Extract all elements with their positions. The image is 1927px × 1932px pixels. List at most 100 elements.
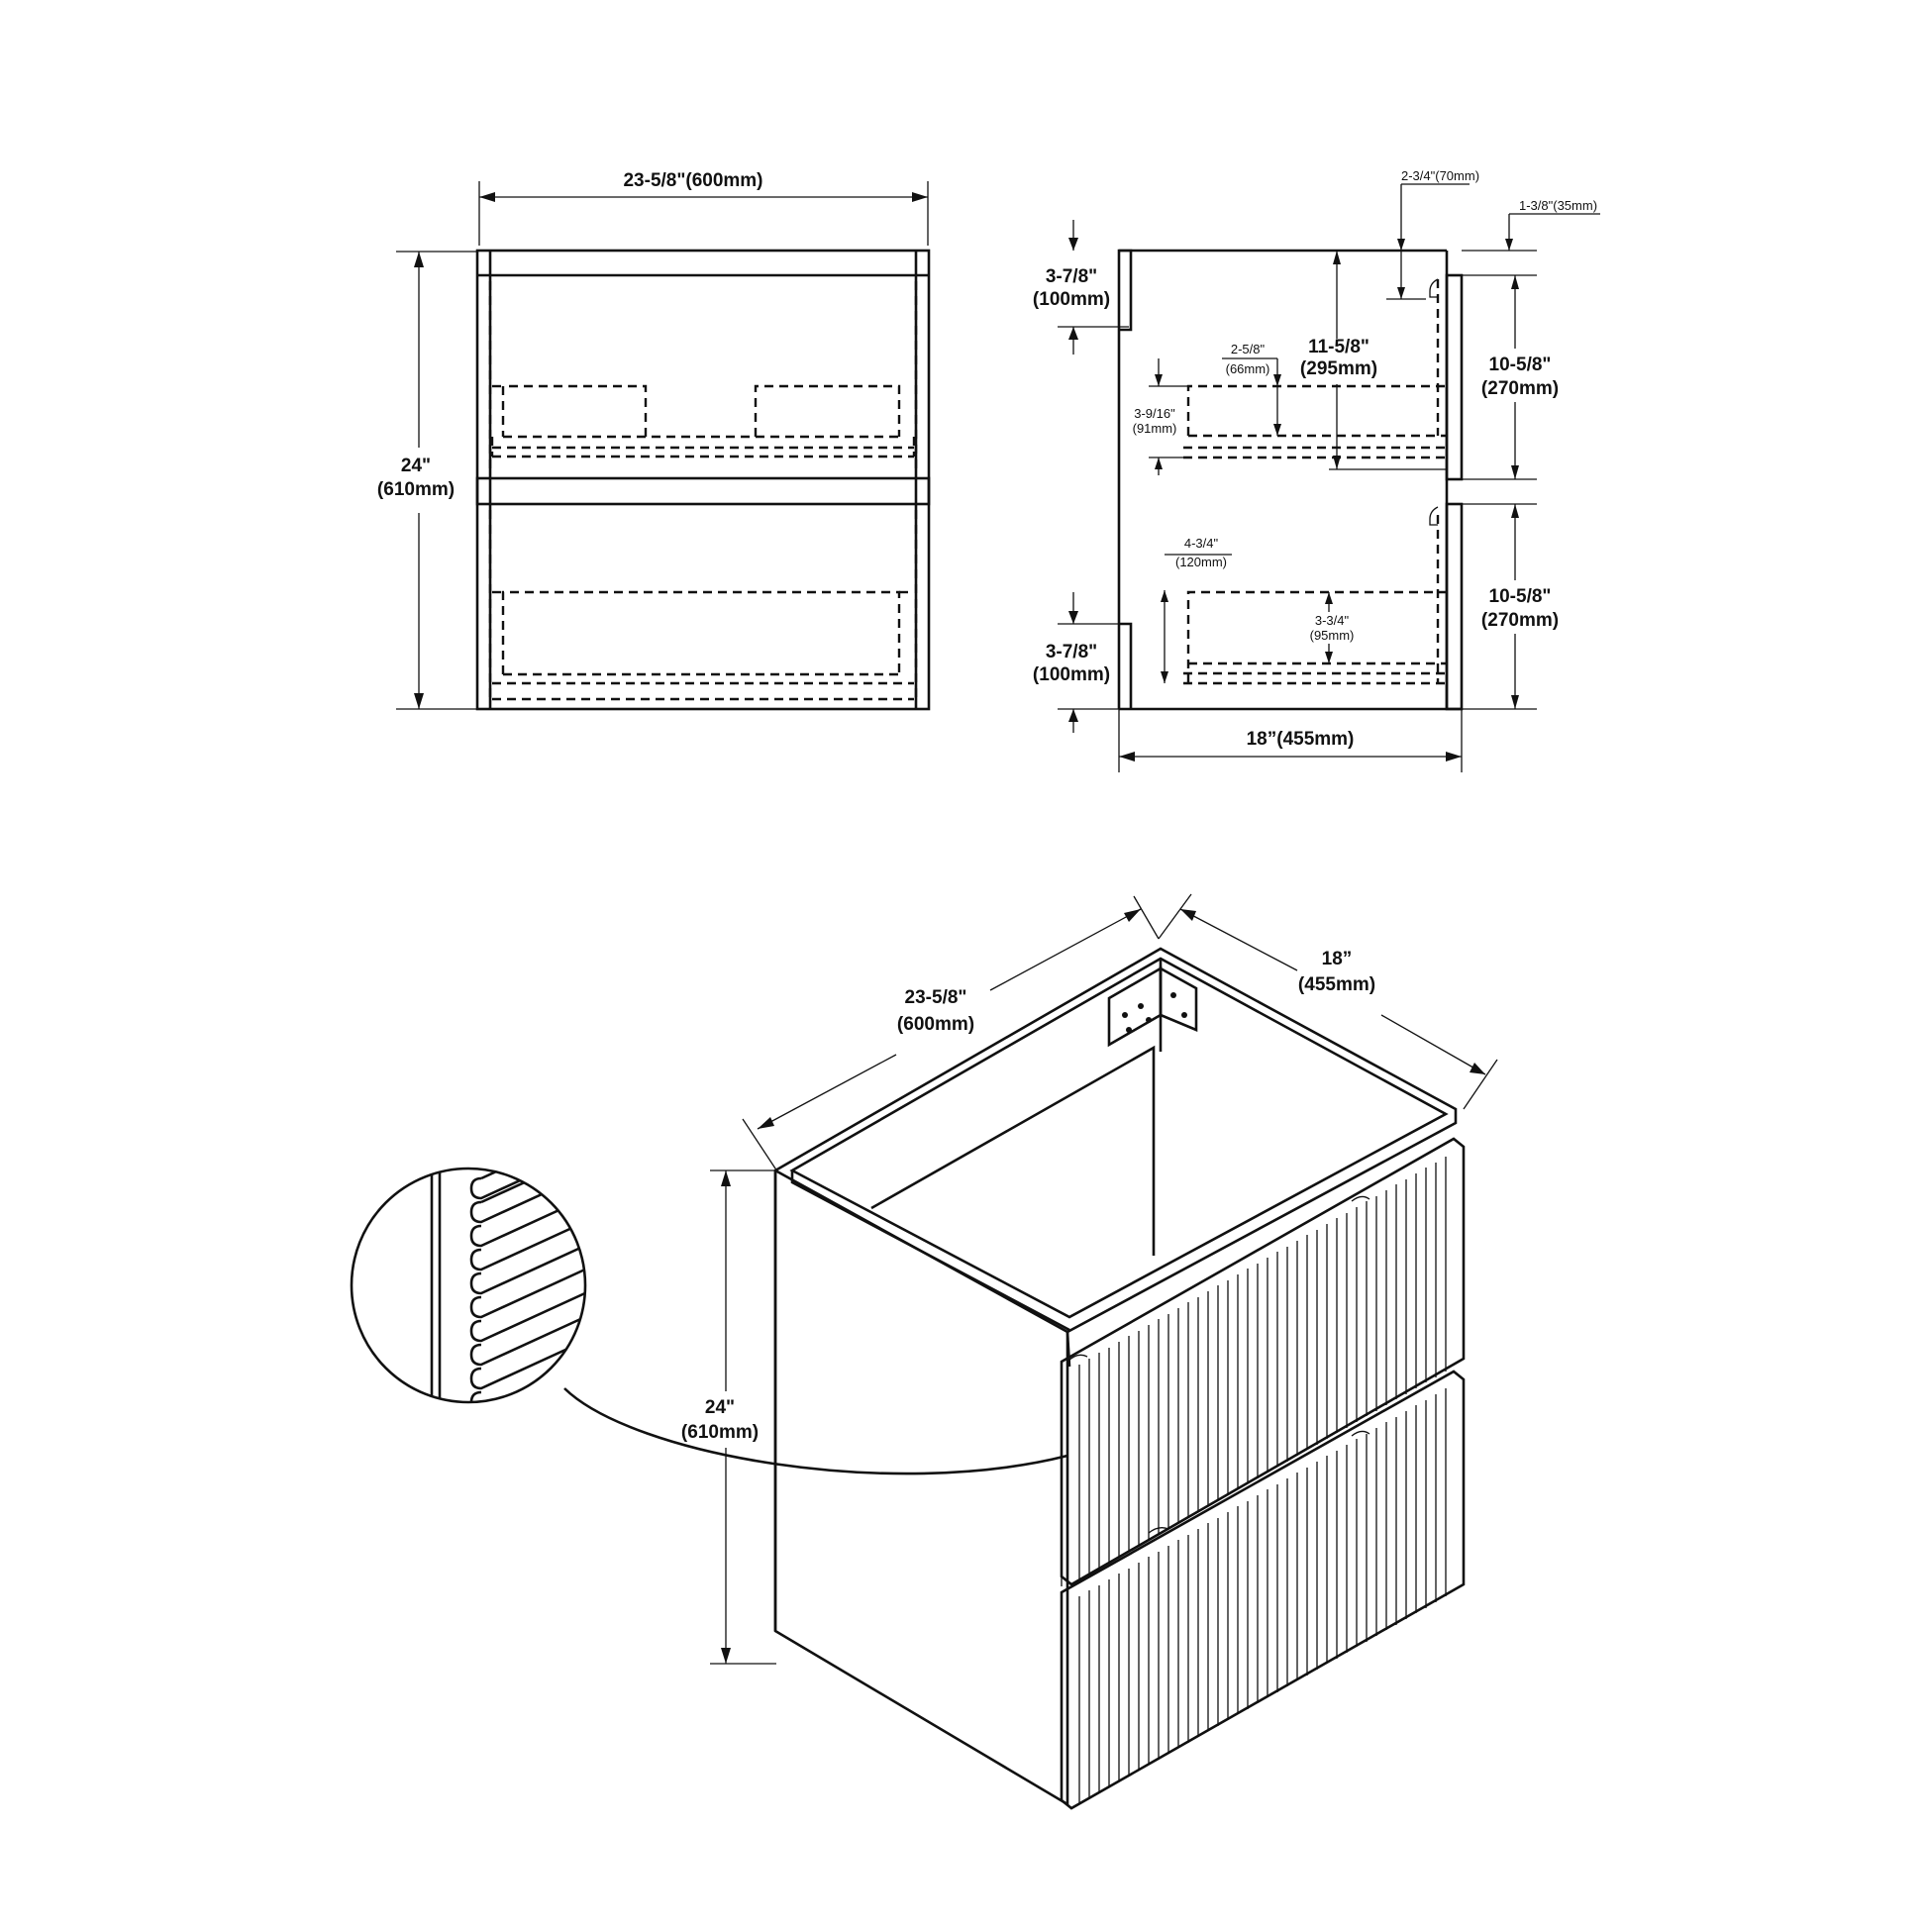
- hidden-handle-left: [501, 384, 648, 437]
- iso-height-in: 24": [705, 1397, 735, 1418]
- arrow-down: [1397, 287, 1405, 299]
- drawer-front-upper: [1445, 273, 1464, 481]
- arrow-down: [1161, 671, 1168, 683]
- flute-lines: [1078, 1157, 1447, 1579]
- dim-line: [1380, 1014, 1486, 1075]
- upper-inner-height-in: 11-5/8": [1308, 337, 1369, 357]
- upper-drawer-depth-mm: (66mm): [1226, 361, 1270, 376]
- iso-width-mm: (600mm): [897, 1014, 974, 1035]
- side-back-top-edge: [1117, 249, 1447, 709]
- iso-depth-in: 18”: [1322, 949, 1353, 969]
- iso-depth-mm: (455mm): [1298, 974, 1375, 995]
- hidden-lower-box: [501, 590, 901, 674]
- iso-top-opening: [789, 957, 1449, 1319]
- arrow-up: [1333, 251, 1341, 264]
- flute-detail: [430, 1169, 585, 1402]
- upper-drawer-depth-in: 2-5/8": [1231, 342, 1266, 356]
- arrow-down: [1155, 374, 1163, 386]
- side-bottom-offset-mm: (100mm): [1033, 664, 1110, 685]
- side-top-offset-mm: (100mm): [1033, 289, 1110, 310]
- arrow-up: [414, 252, 424, 267]
- iso-view: 23-5/8" (600mm) 18” (455mm) 24" (610mm): [350, 893, 1498, 1810]
- lower-drawer-height-in: 4-3/4": [1184, 536, 1219, 551]
- callout-leader: [563, 1387, 1068, 1475]
- arrow-up: [1155, 458, 1163, 469]
- drawer-front-2-mm: (270mm): [1481, 610, 1559, 631]
- arrow-down: [414, 693, 424, 709]
- front-view: 23-5/8"(600mm) 24" (610mm): [377, 170, 931, 711]
- dim-line: [1179, 908, 1298, 971]
- arrow-up: [1068, 709, 1078, 722]
- corner-bracket-icon: [1107, 966, 1198, 1048]
- arrow-down: [1511, 695, 1519, 709]
- side-top-offset-in: 3-7/8": [1046, 266, 1097, 287]
- side-bottom-offset-in: 3-7/8": [1046, 642, 1097, 662]
- arrow-up: [1511, 504, 1519, 518]
- front-height-label-in: 24": [401, 456, 431, 476]
- arrow-down: [1068, 611, 1078, 624]
- arrow-down: [721, 1648, 731, 1664]
- lower-drawer-height-mm: (120mm): [1175, 555, 1227, 569]
- ext-line: [1133, 895, 1160, 940]
- iso-drawer-lower: [1060, 1370, 1466, 1810]
- arrow-down: [1505, 239, 1513, 251]
- upper-drawer-side-in: 3-9/16": [1134, 406, 1175, 421]
- drawer-front-1-in: 10-5/8": [1489, 355, 1552, 375]
- handle-groove-lower: [1429, 506, 1439, 526]
- side-depth-label: 18”(455mm): [1247, 729, 1355, 750]
- arrow-down: [1273, 424, 1281, 436]
- arrow-down: [1397, 239, 1405, 251]
- arrow-left: [479, 192, 495, 202]
- arrow-down: [1273, 374, 1281, 386]
- iso-rim: [790, 1170, 1070, 1332]
- arrow-down: [1325, 652, 1333, 663]
- iso-inner-back: [870, 1045, 1156, 1256]
- ext-line: [1158, 893, 1192, 940]
- iso-width-in: 23-5/8": [905, 987, 967, 1008]
- arrow-down: [1068, 238, 1078, 251]
- arrow-up: [1161, 590, 1168, 602]
- front-cabinet-outline: [475, 249, 931, 711]
- iso-height-mm: (610mm): [681, 1422, 759, 1443]
- arrow: [758, 1117, 774, 1129]
- arrow-right: [1446, 752, 1462, 762]
- handle-groove-upper: [1429, 278, 1439, 298]
- lower-drawer-inner-in: 3-3/4": [1315, 613, 1350, 628]
- hidden-handle-right: [754, 384, 901, 437]
- detail-callout-circle: [350, 1167, 587, 1404]
- flute-lines: [1078, 1388, 1447, 1804]
- arrow: [1470, 1063, 1485, 1074]
- iso-cabinet-body: [773, 947, 1458, 1807]
- ext-line: [742, 1118, 778, 1172]
- dim-line: [989, 908, 1142, 991]
- drawer-front-lower: [1445, 502, 1464, 711]
- arrow-up: [721, 1170, 731, 1186]
- upper-drawer-side-mm: (91mm): [1133, 421, 1177, 436]
- arrow-down: [1511, 465, 1519, 479]
- arrow-up: [1068, 327, 1078, 340]
- side-view: 3-7/8" (100mm) 3-7/8" (100mm) 2-3/4"(70m…: [1033, 168, 1600, 772]
- upper-inner-height-mm: (295mm): [1300, 358, 1377, 379]
- hidden-line: [1186, 384, 1447, 436]
- dim-line: [757, 1054, 897, 1130]
- arrow-up: [1325, 592, 1333, 604]
- iso-drawer-upper: [1060, 1137, 1466, 1586]
- arrow-left: [1119, 752, 1135, 762]
- lower-drawer-inner-mm: (95mm): [1310, 628, 1355, 643]
- front-mid-rail: [475, 476, 931, 506]
- hidden-line: [1186, 590, 1447, 683]
- back-cleat-top: [1119, 249, 1133, 332]
- drawer-front-1-mm: (270mm): [1481, 378, 1559, 399]
- arrow-right: [912, 192, 928, 202]
- front-height-label-mm: (610mm): [377, 479, 455, 500]
- back-cleat-bottom: [1119, 622, 1133, 709]
- ext-line: [1463, 1059, 1498, 1110]
- gap-top-label: 2-3/4"(70mm): [1401, 168, 1479, 183]
- front-width-label: 23-5/8"(600mm): [623, 170, 762, 191]
- arrow-up: [1511, 275, 1519, 289]
- arrow: [1180, 909, 1196, 921]
- arrow-down: [1333, 456, 1341, 469]
- arrow: [1124, 909, 1141, 922]
